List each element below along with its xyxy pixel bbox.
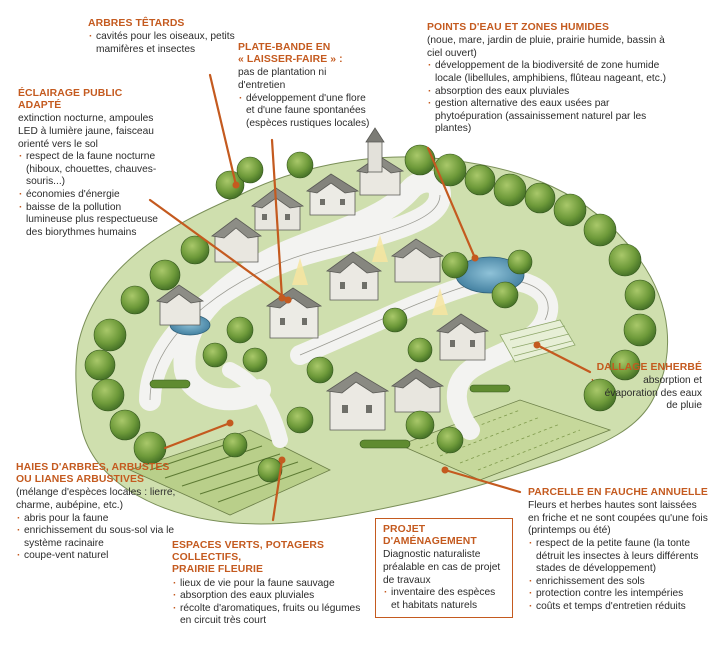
note-title-line: PLATE-BANDE EN — [238, 42, 331, 53]
note-parcelle: PARCELLE EN FAUCHE ANNUELLE Fleurs et he… — [528, 487, 708, 614]
note-arbres-tetards: ARBRES TÊTARDS cavités pour les oiseaux,… — [88, 18, 238, 56]
note-list: développement d'une flore et d'une faune… — [238, 93, 376, 131]
note-title: ARBRES TÊTARDS — [88, 18, 185, 29]
note-intro: pas de plantation ni d'entretien — [238, 67, 327, 91]
note-list: respect de la faune nocturne (hiboux, ch… — [18, 151, 158, 239]
note-list: respect de la petite faune (la tonte dét… — [528, 538, 708, 614]
note-item: baisse de la pollution lumineuse plus re… — [18, 202, 158, 240]
note-item: enrichissement des sols — [528, 576, 708, 589]
note-title-line: « LAISSER-FAIRE » : — [238, 54, 343, 66]
note-intro: Fleurs et herbes hautes sont laissées en… — [528, 500, 708, 537]
note-title: POINTS D'EAU ET ZONES HUMIDES — [427, 22, 610, 33]
note-title-line: PROJET — [383, 524, 426, 535]
note-title: ÉCLAIRAGE PUBLIC ADAPTÉ — [18, 88, 123, 112]
note-title-line: PRAIRIE FLEURIE — [172, 564, 263, 576]
note-list: absorption et évaporation des eaux de pl… — [590, 375, 702, 413]
note-title-line: HAIES D'ARBRES, ARBUSTES — [16, 462, 170, 473]
note-item: gestion alternative des eaux usées par p… — [427, 98, 667, 136]
street-lights — [292, 235, 448, 315]
note-item: lieux de vie pour la faune sauvage — [172, 578, 372, 591]
note-item: respect de la faune nocturne (hiboux, ch… — [18, 151, 158, 189]
note-item: enrichissement du sous-sol via le systèm… — [16, 525, 176, 550]
note-title-line: ESPACES VERTS, POTAGERS COLLECTIFS, — [172, 540, 325, 564]
note-list: cavités pour les oiseaux, petits mamifèr… — [88, 31, 238, 56]
note-title: ESPACES VERTS, POTAGERS COLLECTIFS,PRAIR… — [172, 540, 372, 577]
note-item: absorption et évaporation des eaux de pl… — [590, 375, 702, 413]
note-item: cavités pour les oiseaux, petits mamifèr… — [88, 31, 238, 56]
note-title: PARCELLE EN FAUCHE ANNUELLE — [528, 487, 708, 498]
note-intro: extinction nocturne, ampoules LED à lumi… — [18, 113, 154, 150]
note-item: protection contre les intempéries — [528, 588, 708, 601]
note-item: respect de la petite faune (la tonte dét… — [528, 538, 708, 576]
note-list: abris pour la faune enrichissement du so… — [16, 513, 176, 563]
note-title: DALLAGE ENHERBÉ — [596, 362, 702, 373]
trees — [84, 144, 657, 483]
leader-dots — [226, 181, 541, 474]
note-item: inventaire des espèces et habitats natur… — [383, 587, 505, 612]
note-item: récolte d'aromatiques, fruits ou légumes… — [172, 603, 372, 628]
note-item: coupe-vent naturel — [16, 550, 176, 563]
note-eclairage: ÉCLAIRAGE PUBLIC ADAPTÉ extinction noctu… — [18, 88, 158, 239]
note-list: développement de la biodiversité de zone… — [427, 60, 667, 136]
note-item: développement d'une flore et d'une faune… — [238, 93, 376, 131]
road-south — [222, 362, 288, 448]
note-title-line: D'AMÉNAGEMENT — [383, 536, 477, 548]
hedges — [149, 379, 511, 449]
note-plate-bande: PLATE-BANDE EN« LAISSER-FAIRE » : pas de… — [238, 42, 376, 130]
meadow-parcel — [398, 399, 612, 481]
note-list: lieux de vie pour la faune sauvage absor… — [172, 578, 372, 628]
note-item: économies d'énergie — [18, 189, 158, 202]
note-points-eau: POINTS D'EAU ET ZONES HUMIDES (noue, mar… — [427, 22, 667, 136]
note-title-line: OU LIANES ARBUSTIVES — [16, 474, 145, 486]
note-espaces-verts: ESPACES VERTS, POTAGERS COLLECTIFS,PRAIR… — [172, 540, 372, 628]
note-item: absorption des eaux pluviales — [172, 590, 372, 603]
note-title: PLATE-BANDE EN« LAISSER-FAIRE » : — [238, 42, 376, 66]
note-intro: Diagnostic naturaliste préalable en cas … — [383, 549, 501, 586]
note-item: abris pour la faune — [16, 513, 176, 526]
leader-lines — [148, 73, 592, 522]
note-intro: (mélange d'espèces locales : lierre, cha… — [16, 487, 176, 511]
note-intro: (noue, mare, jardin de pluie, prairie hu… — [427, 35, 665, 59]
note-item: absorption des eaux pluviales — [427, 86, 667, 99]
grassed-paving — [499, 319, 576, 363]
note-item: développement de la biodiversité de zone… — [427, 60, 667, 85]
note-item: coûts et temps d'entretien réduits — [528, 601, 708, 614]
note-list: inventaire des espèces et habitats natur… — [383, 587, 505, 612]
note-dallage: DALLAGE ENHERBÉ absorption et évaporatio… — [590, 362, 702, 413]
vegetable-gardens — [128, 429, 331, 516]
